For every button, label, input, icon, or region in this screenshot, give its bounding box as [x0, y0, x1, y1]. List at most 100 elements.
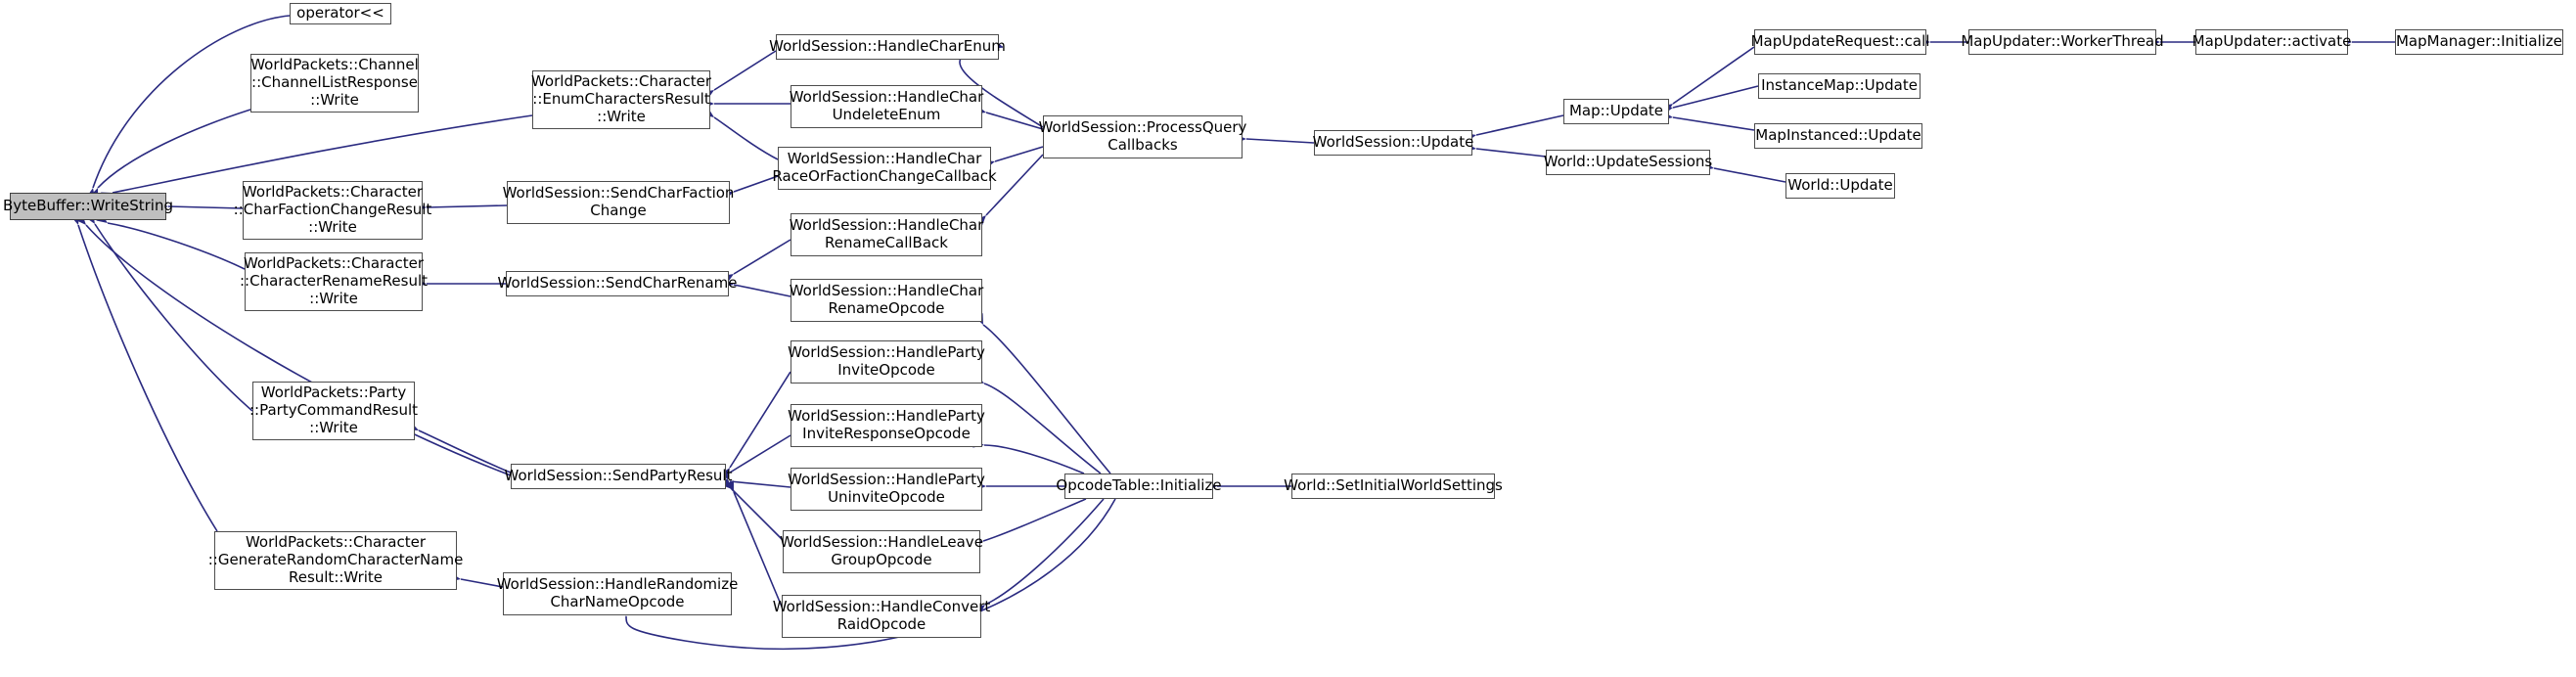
graph-node-sendcharfactionchange[interactable]: WorldSession::SendCharFaction Change	[503, 181, 734, 224]
graph-node-label: WorldSession::SendPartyResult	[504, 467, 733, 485]
graph-node-label: WorldSession::HandleParty UninviteOpcode	[788, 471, 985, 506]
edge-charfactionchange-to-writestring	[167, 205, 244, 209]
graph-node-label: WorldSession::HandleConvert RaidOpcode	[772, 598, 991, 633]
edge-handleconvertraid-to-sendpartyresult	[733, 491, 783, 608]
edge-handlecharrace-to-sendcharfactionchange	[733, 175, 779, 193]
graph-node-label: InstanceMap::Update	[1761, 76, 1918, 95]
edge-handlepartyinviteresp-to-sendpartyresult	[729, 434, 791, 474]
graph-node-processquery[interactable]: WorldSession::ProcessQuery Callbacks	[1039, 115, 1246, 158]
graph-node-label: World::UpdateSessions	[1543, 153, 1713, 171]
graph-node-label: MapManager::Initialize	[2395, 32, 2563, 51]
edge-worldupdate-to-worldupdatesessions	[1713, 167, 1786, 183]
edge-handlecharrenamecb-to-sendcharrename	[733, 239, 791, 275]
graph-node-label: WorldSession::HandleParty InviteResponse…	[788, 407, 985, 442]
graph-node-mapmanagerinitialize[interactable]: MapManager::Initialize	[2395, 29, 2563, 55]
graph-node-label: MapUpdater::WorkerThread	[1961, 32, 2164, 51]
graph-node-worldupdate[interactable]: World::Update	[1785, 173, 1895, 199]
edge-worldsessionupdate-to-processquery	[1245, 138, 1315, 144]
graph-node-handlecharenum[interactable]: WorldSession::HandleCharEnum	[769, 34, 1006, 60]
graph-node-operator[interactable]: operator<<	[290, 3, 391, 24]
graph-node-label: MapInstanced::Update	[1755, 126, 1921, 145]
graph-node-setinitialworld[interactable]: World::SetInitialWorldSettings	[1284, 474, 1503, 499]
edge-mapupdate-to-worldsessionupdate	[1475, 114, 1564, 136]
graph-node-genrandomname[interactable]: WorldPackets::Character ::GenerateRandom…	[208, 531, 463, 590]
graph-node-handlepartyuninvite[interactable]: WorldSession::HandleParty UninviteOpcode	[788, 468, 985, 511]
edge-opcodetable-to-handlepartyinvite	[983, 383, 1102, 474]
edge-processquery-to-handlecharundelete	[985, 112, 1044, 130]
graph-node-opcodetable[interactable]: OpcodeTable::Initialize	[1056, 474, 1222, 499]
graph-node-label: WorldPackets::Character ::CharacterRenam…	[239, 254, 429, 307]
graph-node-writestring: ByteBuffer::WriteString	[3, 193, 173, 220]
edge-mapinstancedupdate-to-mapupdate	[1672, 116, 1755, 131]
graph-node-label: WorldPackets::Channel ::ChannelListRespo…	[250, 56, 419, 109]
graph-node-mapinstancedupdate[interactable]: MapInstanced::Update	[1754, 123, 1922, 149]
graph-node-label: WorldSession::HandleCharEnum	[769, 37, 1006, 56]
graph-node-charfactionchange[interactable]: WorldPackets::Character ::CharFactionCha…	[234, 181, 431, 240]
graph-node-label: WorldPackets::Character ::CharFactionCha…	[233, 183, 432, 236]
graph-node-partycommandresult[interactable]: WorldPackets::Party ::PartyCommandResult…	[249, 382, 419, 440]
graph-node-worldsessionupdate[interactable]: WorldSession::Update	[1312, 130, 1474, 156]
graph-node-label: World::Update	[1787, 176, 1893, 195]
graph-node-instancemapupdate[interactable]: InstanceMap::Update	[1758, 73, 1921, 99]
edge-mapupdaterequestcall-to-mapupdate	[1672, 46, 1755, 105]
graph-node-handlepartyinviteresp[interactable]: WorldSession::HandleParty InviteResponse…	[788, 404, 985, 447]
graph-node-channellist[interactable]: WorldPackets::Channel ::ChannelListRespo…	[250, 54, 419, 113]
edge-opcodetable-to-handlepartyinviteresp	[983, 444, 1085, 474]
edge-handlepartyinvite-to-sendpartyresult	[729, 371, 791, 469]
edge-opcodetable-to-handlecharrenameop	[982, 324, 1111, 474]
graph-node-label: WorldSession::SendCharFaction Change	[502, 184, 735, 219]
graph-node-handlecharundelete[interactable]: WorldSession::HandleChar UndeleteEnum	[789, 85, 984, 128]
graph-node-handlerandomizechar[interactable]: WorldSession::HandleRandomize CharNameOp…	[497, 572, 738, 615]
graph-node-label: WorldPackets::Character ::GenerateRandom…	[207, 533, 464, 586]
graph-node-label: WorldSession::HandleParty InviteOpcode	[788, 343, 985, 379]
graph-node-label: OpcodeTable::Initialize	[1056, 476, 1222, 495]
edge-opcodetable-to-handleconvertraid	[984, 498, 1105, 606]
graph-node-label: WorldSession::ProcessQuery Callbacks	[1038, 118, 1247, 154]
graph-node-label: WorldSession::HandleChar RenameCallBack	[789, 216, 984, 251]
graph-node-label: World::SetInitialWorldSettings	[1284, 476, 1503, 495]
edge-sendpartyresult-to-partycommandresult	[418, 429, 512, 474]
graph-node-worldupdatesessions[interactable]: World::UpdateSessions	[1543, 150, 1713, 175]
graph-node-handlecharrenameop[interactable]: WorldSession::HandleChar RenameOpcode	[789, 279, 984, 322]
graph-node-label: WorldSession::Update	[1312, 133, 1474, 152]
edge-handlecharrenameop-to-sendcharrename	[733, 284, 791, 297]
graph-node-handlecharrace[interactable]: WorldSession::HandleChar RaceOrFactionCh…	[772, 147, 997, 190]
graph-node-label: WorldSession::HandleChar RenameOpcode	[789, 282, 984, 317]
graph-node-label: WorldPackets::Character ::EnumCharacters…	[530, 72, 712, 125]
graph-node-handleconvertraid[interactable]: WorldSession::HandleConvert RaidOpcode	[773, 595, 990, 638]
graph-node-sendpartyresult[interactable]: WorldSession::SendPartyResult	[505, 464, 732, 489]
graph-node-label: WorldSession::HandleChar RaceOrFactionCh…	[772, 150, 997, 185]
edge-handlepartyuninvite-to-sendpartyresult	[729, 480, 791, 488]
graph-node-label: WorldSession::HandleRandomize CharNameOp…	[496, 575, 739, 610]
graph-node-mapupdaterworkerthread[interactable]: MapUpdater::WorkerThread	[1961, 29, 2164, 55]
graph-node-enumcharactersresult[interactable]: WorldPackets::Character ::EnumCharacters…	[530, 70, 712, 129]
graph-node-characterrename[interactable]: WorldPackets::Character ::CharacterRenam…	[240, 252, 428, 311]
graph-node-label: MapUpdateRequest::call	[1750, 32, 1930, 51]
edge-characterrename-to-writestring	[107, 222, 246, 270]
graph-node-label: MapUpdater::activate	[2192, 32, 2352, 51]
edge-handlecharrace-to-enumcharactersresult	[713, 116, 779, 160]
graph-node-sendcharrename[interactable]: WorldSession::SendCharRename	[498, 271, 737, 296]
graph-node-label: operator<<	[296, 4, 384, 23]
graph-node-handlepartyinvite[interactable]: WorldSession::HandleParty InviteOpcode	[788, 340, 985, 384]
graph-node-label: WorldSession::HandleLeave GroupOpcode	[780, 533, 983, 568]
edge-genrandomname-to-writestring	[77, 224, 218, 532]
edge-handleleavegroup-to-sendpartyresult	[731, 488, 784, 541]
edge-partycommandresult-to-writestring	[94, 223, 253, 412]
graph-node-label: Map::Update	[1568, 102, 1664, 120]
edge-instancemapupdate-to-mapupdate	[1672, 85, 1759, 109]
edge-handlecharenum-to-enumcharactersresult	[713, 50, 777, 91]
graph-node-label: WorldSession::SendCharRename	[497, 274, 738, 293]
graph-node-mapupdateractivate[interactable]: MapUpdater::activate	[2192, 29, 2351, 55]
graph-node-mapupdaterequestcall[interactable]: MapUpdateRequest::call	[1751, 29, 1929, 55]
edge-worldupdatesessions-to-worldsessionupdate	[1475, 148, 1547, 158]
edge-processquery-to-handlecharrace	[994, 146, 1044, 162]
graph-node-handleleavegroup[interactable]: WorldSession::HandleLeave GroupOpcode	[780, 530, 983, 573]
edge-opcodetable-to-handleleavegroup	[982, 498, 1087, 542]
edge-channellist-to-writestring	[97, 109, 251, 189]
graph-node-label: WorldPackets::Party ::PartyCommandResult…	[249, 384, 419, 436]
graph-node-handlecharrenamecb[interactable]: WorldSession::HandleChar RenameCallBack	[789, 213, 984, 256]
graph-node-mapupdate[interactable]: Map::Update	[1563, 99, 1669, 124]
graph-node-label: WorldSession::HandleChar UndeleteEnum	[789, 88, 984, 123]
